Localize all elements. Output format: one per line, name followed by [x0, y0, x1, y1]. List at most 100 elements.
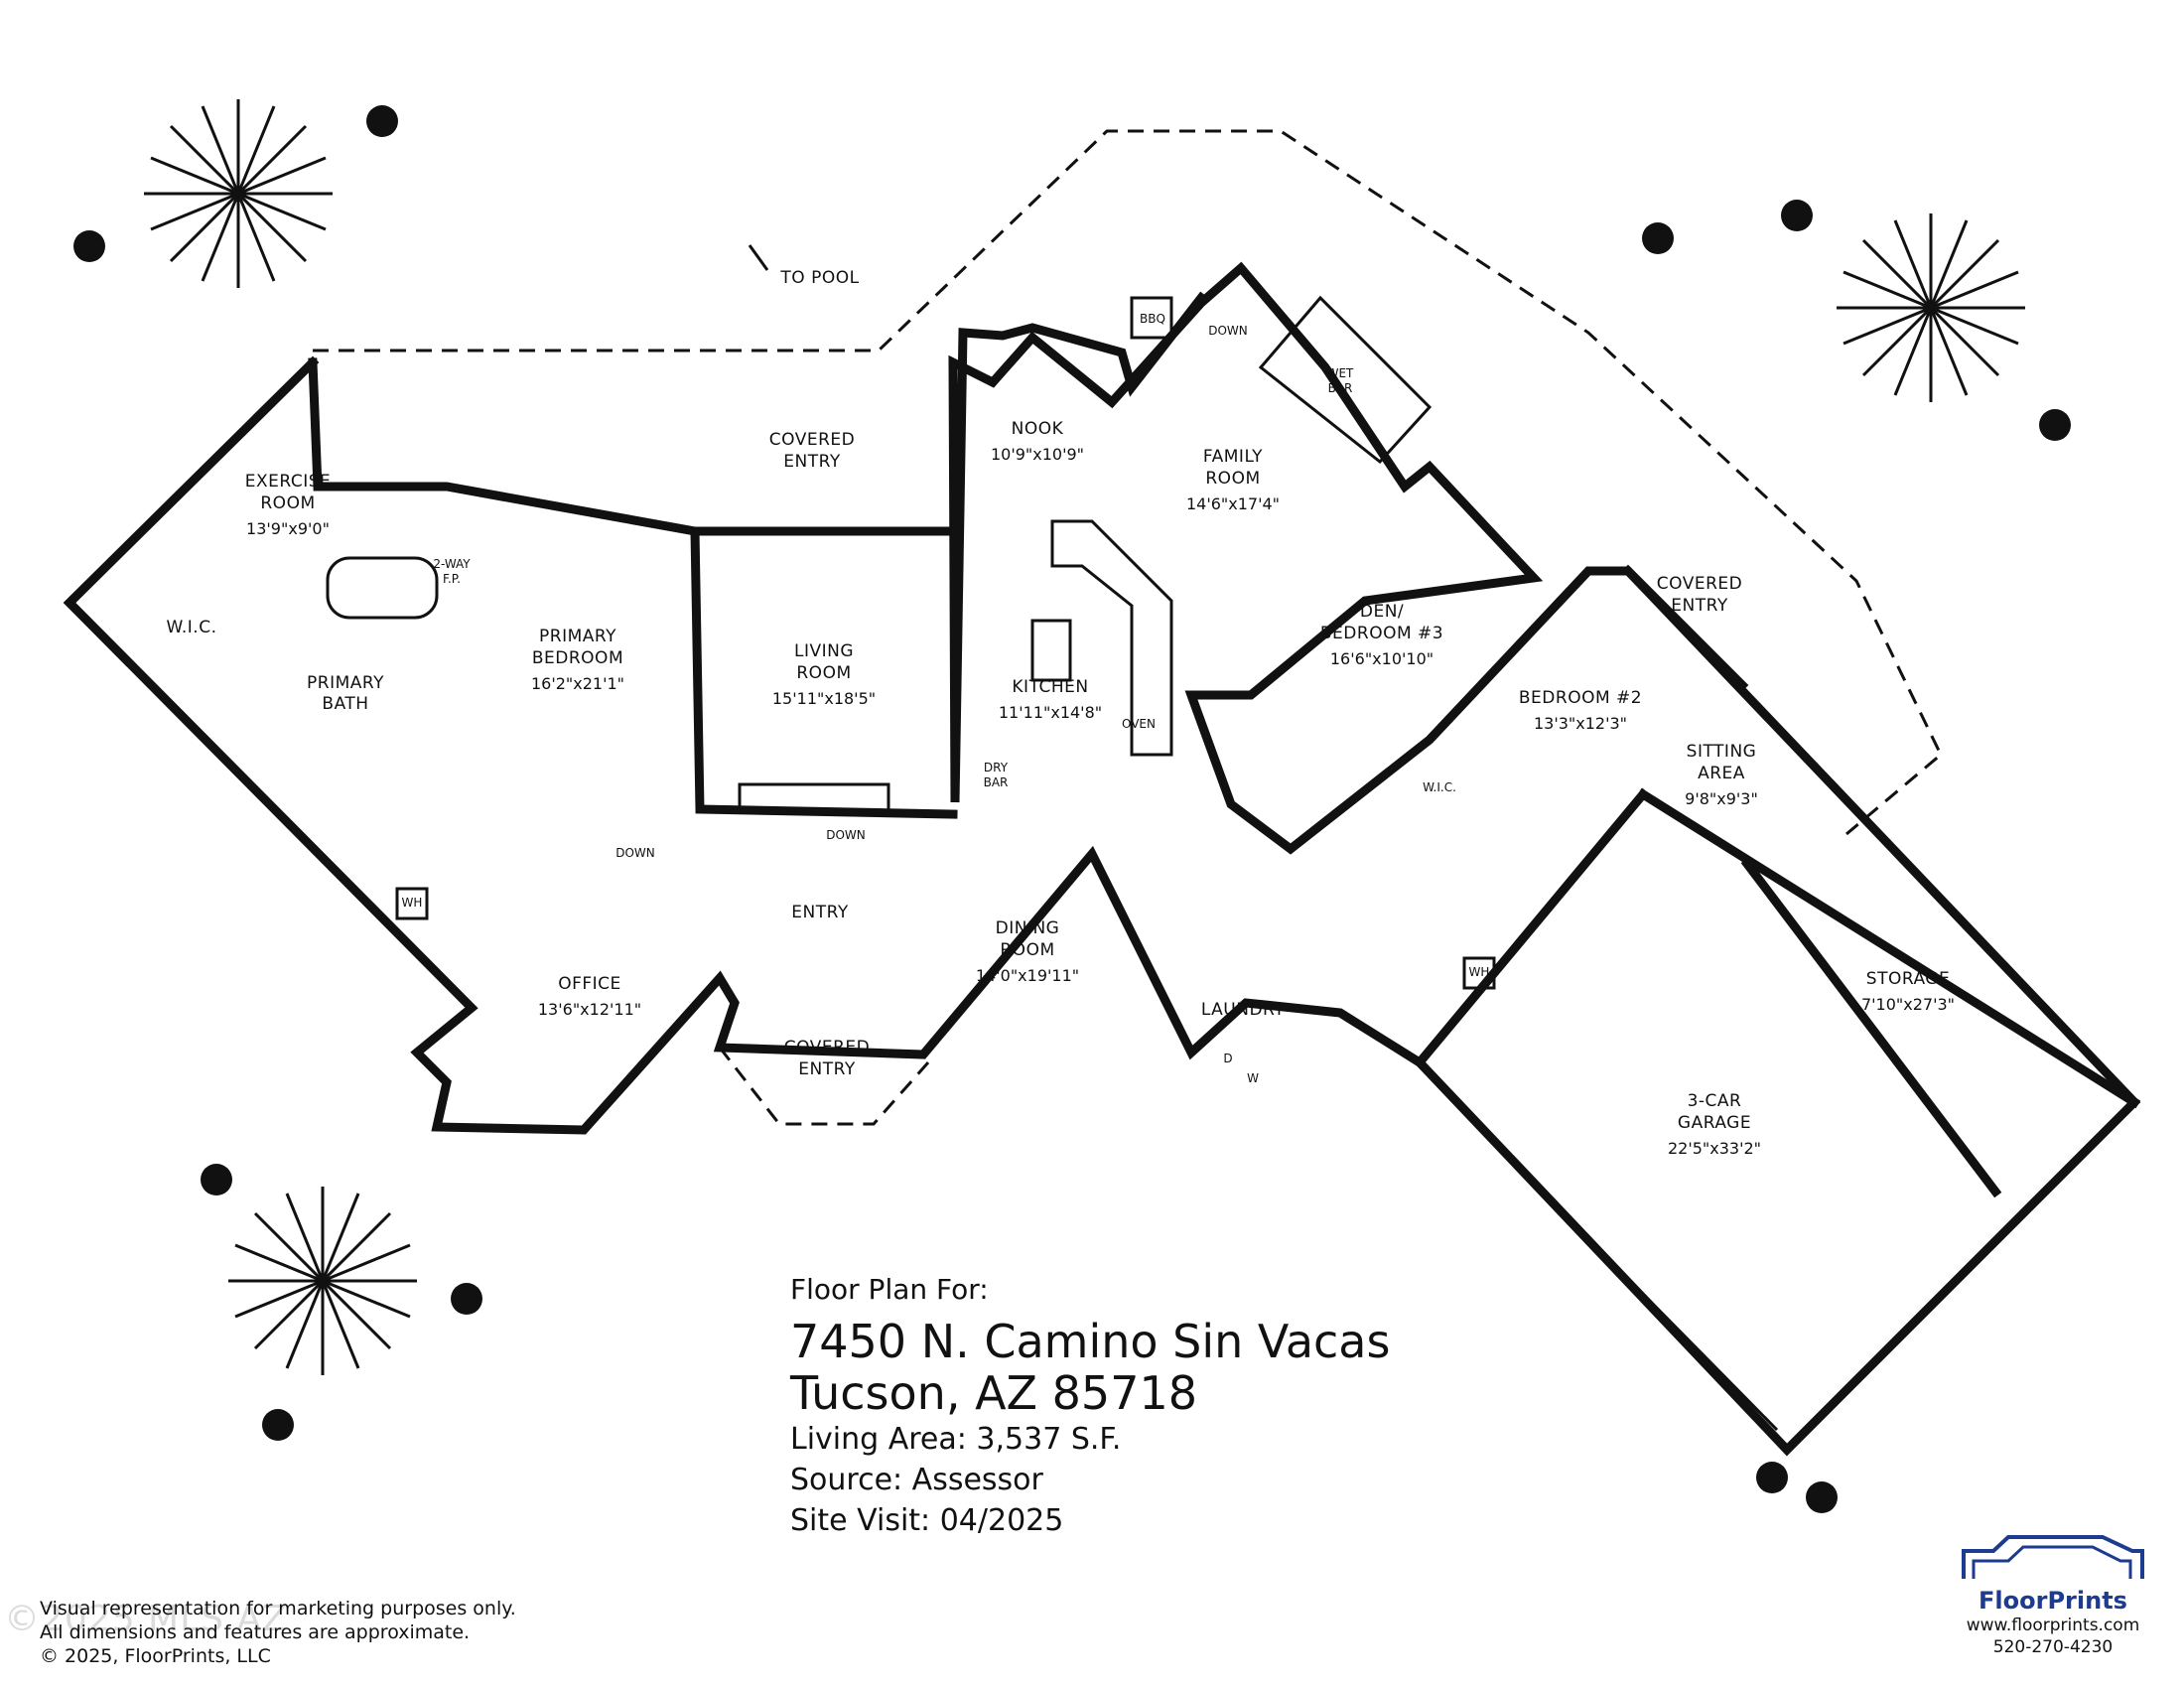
garage-door-line: [1437, 1085, 1779, 1432]
room-label-kitchen: KITCHEN 11'11"x14'8": [999, 677, 1102, 722]
room-label-3-car-garage: 3-CAR GARAGE 22'5"x33'2": [1668, 1091, 1761, 1158]
water-heater-label: WH: [402, 896, 423, 910]
svg-text:W.I.C.: W.I.C.: [167, 618, 217, 637]
svg-text:BEDROOM #3: BEDROOM #3: [1320, 624, 1443, 643]
svg-text:COVERED: COVERED: [769, 430, 855, 450]
exterior-wall: [63, 261, 2141, 1457]
svg-text:EXERCISE: EXERCISE: [245, 472, 332, 492]
svg-text:COVERED: COVERED: [784, 1038, 870, 1057]
house-logo-icon: [1962, 1535, 2144, 1579]
svg-text:ROOM: ROOM: [260, 493, 315, 513]
svg-text:GARAGE: GARAGE: [1678, 1113, 1751, 1133]
tree-icon: [1837, 213, 2025, 402]
svg-text:PRIMARY: PRIMARY: [539, 627, 616, 646]
bathtub: [326, 556, 439, 620]
svg-text:14'0"x19'11": 14'0"x19'11": [976, 966, 1079, 985]
two-way-fp-label: F.P.: [443, 572, 461, 586]
wet-bar-label: WET: [1327, 366, 1354, 380]
svg-text:KITCHEN: KITCHEN: [1012, 677, 1088, 697]
two-way-fp-label: 2-WAY: [433, 557, 471, 571]
svg-text:11'11"x14'8": 11'11"x14'8": [999, 703, 1102, 722]
garage-wall: [1413, 564, 2141, 1198]
room-label-dining-room: DINING ROOM 14'0"x19'11": [976, 918, 1079, 985]
svg-text:13'9"x9'0": 13'9"x9'0": [246, 519, 330, 538]
wic-label: W.I.C.: [1423, 780, 1456, 794]
room-label-covered-entry-east: COVERED ENTRY: [1657, 574, 1742, 616]
svg-text:16'2"x21'1": 16'2"x21'1": [531, 674, 624, 693]
address-line-1: 7450 N. Camino Sin Vacas: [790, 1315, 1391, 1368]
svg-text:10'9"x10'9": 10'9"x10'9": [991, 445, 1084, 464]
room-label-nook: NOOK 10'9"x10'9": [991, 419, 1084, 464]
disclaimer-line-1: Visual representation for marketing purp…: [40, 1598, 516, 1619]
room-label-laundry: LAUNDRY: [1201, 1000, 1285, 1020]
room-label-sitting-area: SITTING AREA 9'8"x9'3": [1685, 742, 1758, 808]
dry-bar-label: BAR: [984, 775, 1009, 789]
svg-text:ENTRY: ENTRY: [791, 903, 849, 922]
living-area: Living Area: 3,537 S.F.: [790, 1422, 1122, 1457]
svg-text:OFFICE: OFFICE: [558, 974, 621, 994]
disclaimer: Visual representation for marketing purp…: [40, 1597, 516, 1668]
svg-text:NOOK: NOOK: [1012, 419, 1064, 439]
svg-text:BATH: BATH: [322, 694, 368, 714]
svg-text:SITTING: SITTING: [1687, 742, 1757, 762]
data-source: Source: Assessor: [790, 1463, 1043, 1497]
room-label-exercise-room: EXERCISE ROOM 13'9"x9'0": [245, 472, 332, 538]
mls-watermark: ©2025 MLS AZ: [4, 1599, 288, 1639]
covered-patio-outline: [313, 129, 1943, 836]
svg-text:7'10"x27'3": 7'10"x27'3": [1861, 995, 1955, 1014]
down-label-hall: DOWN: [615, 846, 655, 860]
brand-website[interactable]: www.floorprints.com: [1966, 1616, 2140, 1635]
svg-text:TO POOL: TO POOL: [779, 268, 859, 288]
svg-text:AREA: AREA: [1698, 764, 1745, 783]
svg-text:STORAGE: STORAGE: [1866, 969, 1950, 989]
svg-text:DINING: DINING: [996, 918, 1060, 938]
svg-text:22'5"x33'2": 22'5"x33'2": [1668, 1139, 1761, 1158]
svg-text:ROOM: ROOM: [1000, 940, 1054, 960]
brand-name: FloorPrints: [1979, 1587, 2127, 1615]
wet-bar-counter: [1258, 295, 1433, 465]
room-label-covered-entry-front: COVERED ENTRY: [784, 1038, 870, 1079]
brand-phone: 520-270-4230: [1992, 1637, 2114, 1657]
room-label-wic: W.I.C.: [167, 618, 217, 637]
water-heater: [395, 887, 429, 920]
svg-text:ROOM: ROOM: [1205, 469, 1260, 489]
dryer-label: D: [1223, 1052, 1232, 1065]
water-heater: [1462, 956, 1496, 990]
living-room-fireplace: [738, 782, 890, 814]
down-label-living: DOWN: [826, 828, 866, 842]
room-label-family-room: FAMILY ROOM 14'6"x17'4": [1186, 447, 1280, 513]
bbq-box: [1130, 296, 1173, 340]
bbq-label: BBQ: [1140, 312, 1165, 326]
svg-text:3-CAR: 3-CAR: [1688, 1091, 1742, 1111]
room-label-bedroom-2: BEDROOM #2 13'3"x12'3": [1519, 688, 1642, 733]
svg-text:PRIMARY: PRIMARY: [307, 673, 384, 693]
room-label-covered-entry-rear: COVERED ENTRY: [769, 430, 855, 472]
kitchen-island: [1030, 619, 1072, 682]
room-label-primary-bedroom: PRIMARY BEDROOM 16'2"x21'1": [531, 627, 624, 693]
kitchen-counter: [1050, 519, 1173, 757]
to-pool-annotation: TO POOL: [748, 244, 859, 288]
svg-text:COVERED: COVERED: [1657, 574, 1742, 594]
washer-label: W: [1247, 1071, 1259, 1085]
tree-icon: [144, 99, 333, 288]
address-line-2: Tucson, AZ 85718: [790, 1366, 1198, 1420]
room-label-living-room: LIVING ROOM 15'11"x18'5": [772, 641, 876, 708]
room-label-primary-bath: PRIMARY BATH: [307, 673, 384, 714]
tree-icon: [228, 1187, 417, 1375]
site-visit-date: Site Visit: 04/2025: [790, 1503, 1064, 1538]
svg-text:BEDROOM: BEDROOM: [532, 648, 623, 668]
svg-text:DEN/: DEN/: [1360, 602, 1404, 622]
svg-text:14'6"x17'4": 14'6"x17'4": [1186, 494, 1280, 513]
oven-label: OVEN: [1122, 717, 1156, 731]
bedroom-wing-wall: [308, 357, 958, 819]
svg-text:15'11"x18'5": 15'11"x18'5": [772, 689, 876, 708]
svg-text:ROOM: ROOM: [796, 663, 851, 683]
property-info: Floor Plan For: 7450 N. Camino Sin Vacas…: [790, 1273, 1390, 1541]
room-label-storage: STORAGE 7'10"x27'3": [1861, 969, 1955, 1014]
down-label-family: DOWN: [1208, 324, 1248, 338]
shrub-icon: [73, 105, 2071, 1513]
svg-text:BEDROOM #2: BEDROOM #2: [1519, 688, 1642, 708]
room-label-den-bedroom-3: DEN/ BEDROOM #3 16'6"x10'10": [1320, 602, 1443, 668]
copyright-notice: © 2025, FloorPrints, LLC: [40, 1645, 271, 1667]
